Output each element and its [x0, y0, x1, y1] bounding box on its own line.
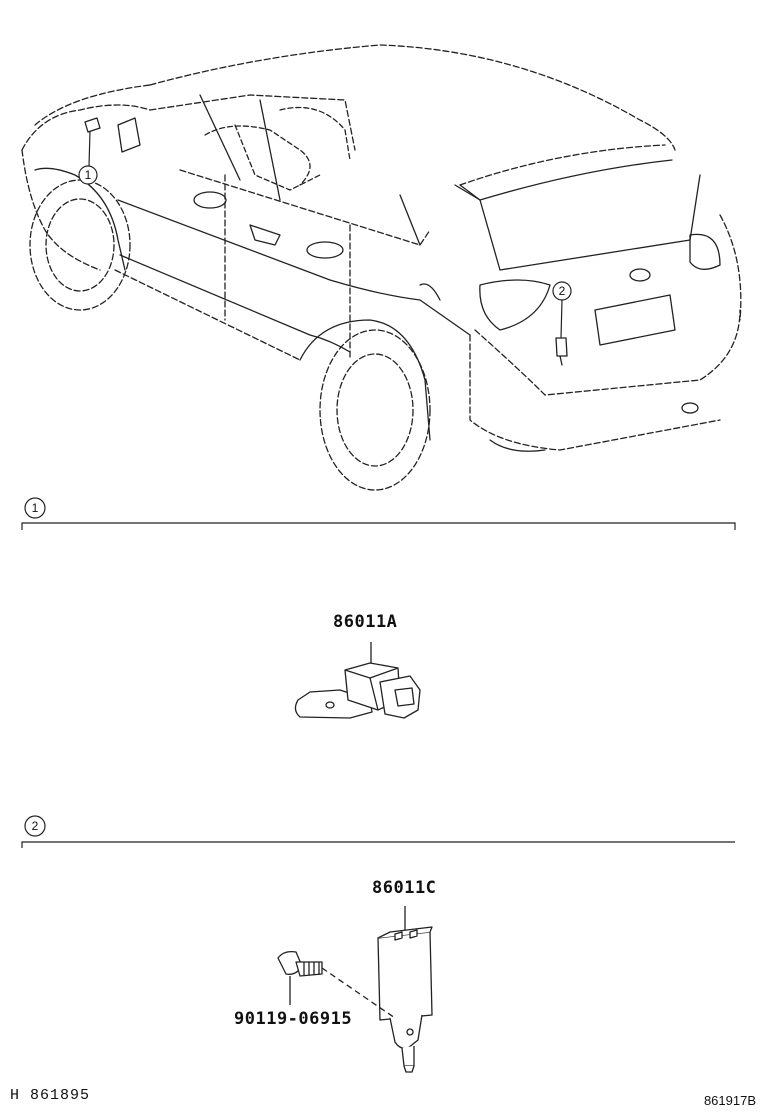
part-86011a-illustration — [294, 642, 421, 719]
part-86011c-illustration — [277, 906, 433, 1073]
callout-1-number: 1 — [84, 168, 92, 182]
diagram-id-left: H 861895 — [10, 1087, 91, 1104]
diagram-id-right: 861917B — [703, 1093, 756, 1108]
section-2-number: 2 — [31, 819, 39, 833]
part-number-86011a[interactable]: 86011A — [333, 612, 398, 632]
part-number-90119-06915[interactable]: 90119-06915 — [234, 1009, 353, 1029]
callout-markers — [78, 130, 572, 339]
part-number-86011c[interactable]: 86011C — [372, 878, 437, 898]
section-1-number: 1 — [31, 501, 39, 515]
section-dividers — [21, 497, 736, 848]
vehicle-illustration — [21, 44, 742, 491]
callout-2-number: 2 — [558, 284, 566, 298]
